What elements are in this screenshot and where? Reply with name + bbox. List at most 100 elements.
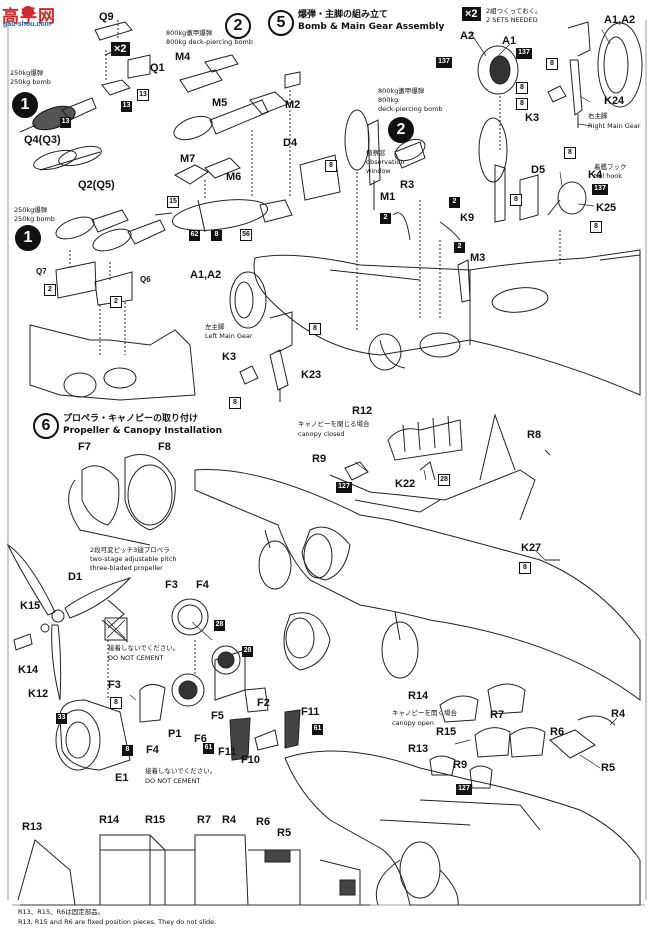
- label-f7: F7: [78, 441, 91, 453]
- label-k15: K15: [20, 600, 41, 612]
- prop-note-jp: 2段可変ピッチ3翅プロペラ: [90, 546, 170, 554]
- label-f11-left: F11: [218, 746, 237, 758]
- obs-window-jp: 偵察窓: [366, 149, 386, 157]
- label-m5: M5: [212, 97, 228, 109]
- tail-hook-jp: 着艦フック: [594, 163, 627, 171]
- label-r3: R3: [400, 179, 415, 191]
- note-250kg-mid-en: 250kg bomb: [14, 215, 55, 223]
- label-f4-bottom: F4: [146, 744, 159, 756]
- step6-title-jp: プロペラ・キャノピーの取り付け: [63, 414, 199, 424]
- paint-code-13b: 13: [137, 89, 149, 101]
- label-r13-open: R13: [408, 743, 429, 755]
- label-r13-bottom: R13: [22, 821, 43, 833]
- bomb-250kg-top: [19, 20, 151, 171]
- paint-code-137-k4: 137: [592, 184, 608, 195]
- left-gear-en: Left Main Gear: [205, 332, 253, 340]
- label-k4: K4: [588, 169, 603, 181]
- label-q2q5: Q2(Q5): [78, 179, 115, 191]
- paint-code-28-b: 28: [214, 620, 225, 631]
- label-f8: F8: [158, 441, 171, 453]
- bombs-250kg-mid: [55, 209, 166, 355]
- label-k3-left: K3: [222, 351, 237, 363]
- label-f4-top: F4: [196, 579, 209, 591]
- do-not-cement-icon: [104, 617, 128, 641]
- paint-code-8-f4: 8: [122, 745, 133, 756]
- label-k25: K25: [596, 202, 617, 214]
- label-f10: F10: [241, 754, 260, 766]
- paint-code-8-d4: 8: [325, 160, 337, 172]
- label-k9: K9: [460, 212, 475, 224]
- note-800kg-mid-en2: deck-piercing bomb: [378, 105, 443, 113]
- label-r9-closed: R9: [312, 453, 327, 465]
- paint-code-8-axle: 8: [516, 98, 528, 110]
- label-q1: Q1: [150, 62, 165, 74]
- propeller-d1: [6, 543, 132, 701]
- paint-code-62: 62: [189, 230, 200, 241]
- obs-window-en1: observation: [366, 158, 405, 166]
- prop-note-en2: three-bladed propeller: [90, 564, 163, 572]
- paint-code-8-strut: 8: [546, 58, 558, 70]
- label-m2: M2: [285, 99, 301, 111]
- label-m1: M1: [380, 191, 396, 203]
- logo-domain: gao-shou.com: [3, 21, 51, 28]
- right-main-gear: [477, 21, 643, 265]
- paint-code-8-left-k3: 8: [229, 397, 241, 409]
- engine-cowling: [55, 598, 331, 771]
- canopy-closed-en: canopy closed: [298, 430, 345, 438]
- paint-code-28-closed: 28: [438, 474, 450, 486]
- nocement-jp-1: 接着しないでください。: [108, 644, 180, 652]
- prop-hub-f7-f8: [68, 454, 176, 546]
- label-a2: A2: [460, 30, 475, 42]
- canopy-open-jp: キャノピーを開く場合: [392, 709, 457, 717]
- paint-code-33: 33: [56, 713, 67, 724]
- step5-title-jp: 爆弾・主脚の組み立て: [298, 10, 389, 20]
- obs-window-en2: window: [366, 167, 391, 175]
- paint-code-2-m1: 2: [380, 213, 391, 224]
- label-m7: M7: [180, 153, 196, 165]
- note-800kg-top-jp: 800kg徹甲爆弾: [166, 29, 213, 37]
- label-k24: K24: [604, 95, 625, 107]
- label-k14: K14: [18, 664, 39, 676]
- paint-code-8-wheel: 8: [516, 82, 528, 94]
- step5-gear-struts: [299, 109, 508, 330]
- paint-code-137-a1: 137: [516, 48, 532, 59]
- left-main-gear: [229, 271, 293, 402]
- paint-code-8-k27: 8: [519, 562, 531, 574]
- step6-title-en: Propeller & Canopy Installation: [63, 426, 223, 436]
- step-2-top-badge: 2: [225, 13, 251, 39]
- label-d4: D4: [283, 137, 298, 149]
- nocement-en-2: DO NOT CEMENT: [145, 777, 201, 785]
- label-a1: A1: [502, 35, 517, 47]
- label-f3-bottom: F3: [108, 679, 121, 691]
- label-q7: Q7: [36, 267, 47, 276]
- label-r6-open: R6: [550, 726, 565, 738]
- note-800kg-top-en: 800kg deck-piercing bomb: [166, 38, 253, 46]
- paint-code-2-q6: 2: [110, 296, 122, 308]
- watermark-logo: 高手网 gao-shou.com: [2, 2, 68, 30]
- step-2-mid-badge: 2: [388, 117, 414, 143]
- paint-code-15: 15: [167, 196, 179, 208]
- fixed-pieces-jp: R13、R15、R6は固定部品。: [18, 908, 105, 916]
- paint-code-8-k25: 8: [590, 221, 602, 233]
- label-m3: M3: [470, 252, 486, 264]
- paint-code-56: 56: [240, 229, 252, 241]
- note-800kg-mid-jp: 800kg徹甲爆弾: [378, 87, 425, 95]
- step-1-top-badge: 1: [12, 92, 38, 118]
- label-d5: D5: [531, 164, 546, 176]
- left-gear-jp: 左主脚: [205, 323, 225, 331]
- paint-code-127-closed: 127: [336, 482, 352, 493]
- right-gear-en: Right Main Gear: [588, 122, 641, 130]
- label-p1: P1: [168, 728, 182, 740]
- label-k23: K23: [301, 369, 322, 381]
- label-r4-open: R4: [611, 708, 626, 720]
- label-a1a2-right: A1,A2: [604, 14, 636, 26]
- nocement-en-1: DO NOT CEMENT: [108, 654, 164, 662]
- label-m4: M4: [175, 51, 191, 63]
- paint-code-8-left-strut: 8: [309, 323, 321, 335]
- sets-note-jp: 2組つくっておく。: [486, 7, 542, 15]
- bomb-800kg-top: [154, 54, 301, 233]
- sets-note-en: 2 SETS NEEDED: [486, 16, 538, 24]
- label-r5-open: R5: [601, 762, 616, 774]
